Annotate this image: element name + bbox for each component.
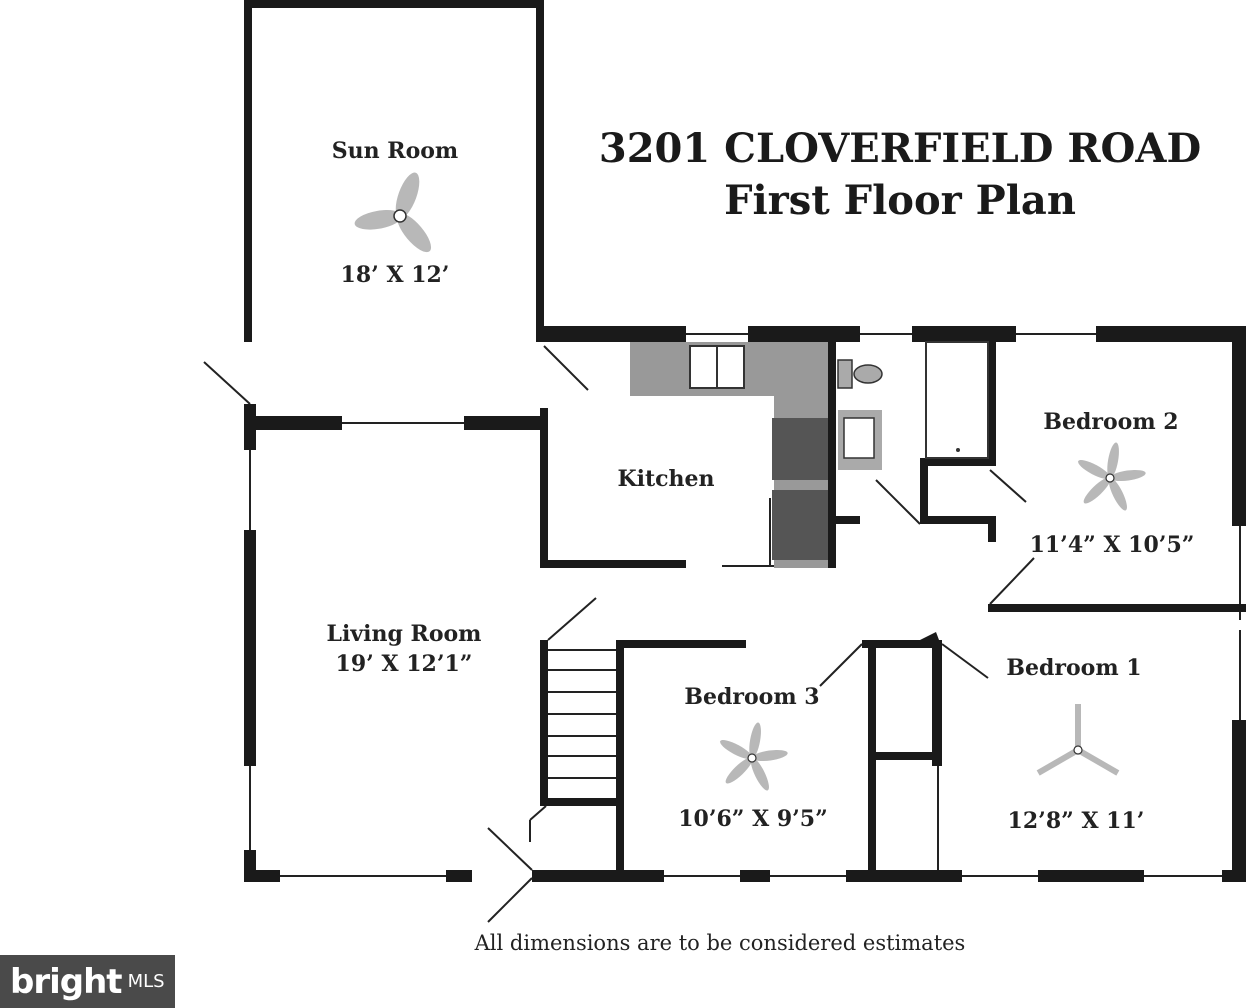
wall-sunroom-top — [244, 0, 544, 8]
room-label-sun-room: Sun Room — [332, 138, 458, 164]
plan-subtitle: First Floor Plan — [724, 177, 1076, 224]
logo-mls: MLS — [127, 971, 165, 992]
wall-stairs-left — [540, 640, 548, 806]
fan-icon — [354, 172, 432, 253]
walls — [244, 0, 1246, 882]
wall-right-upper — [1232, 326, 1246, 526]
ceiling-fans — [354, 172, 1146, 791]
room-label-kitchen: Kitchen — [617, 466, 714, 492]
room-dims-bedroom-1: 12’8” X 11’ — [1008, 808, 1145, 834]
fan-icon — [720, 722, 788, 791]
toilet-tank — [837, 359, 853, 389]
door-bedroom1 — [941, 643, 989, 679]
wall-bedroom2-left-lower — [988, 516, 996, 542]
wall-bottom-4 — [740, 870, 770, 882]
wall-living-top-2 — [464, 416, 544, 430]
door-front-2 — [487, 877, 533, 923]
door-kitchen — [543, 345, 589, 391]
stairs — [548, 649, 616, 779]
doors — [203, 345, 1035, 923]
wall-living-left — [244, 530, 256, 766]
fan-icon — [1036, 704, 1120, 776]
kitchen-range — [772, 418, 828, 480]
wall-stairs-right — [616, 640, 624, 806]
door-sunroom-left — [203, 361, 251, 405]
wall-kitchen-right — [828, 342, 836, 568]
wall-bedroom3-top — [616, 640, 746, 648]
wall-top-3 — [912, 326, 1016, 342]
door-stairs-closet — [529, 805, 547, 821]
logo-wordmark: bright — [10, 961, 123, 1002]
wall-bath-closet-top — [920, 458, 996, 466]
wall-bottom-2 — [446, 870, 472, 882]
wall-bottom-1 — [244, 870, 280, 882]
vanity-sink — [843, 417, 875, 459]
kitchen-refrigerator — [772, 490, 828, 560]
wall-bath-closet-left — [920, 458, 928, 524]
wall-closet-middle — [876, 752, 936, 760]
room-label-bedroom-2: Bedroom 2 — [1043, 409, 1178, 435]
dimensions-disclaimer: All dimensions are to be considered esti… — [474, 931, 966, 955]
wall-bedroom3-left-lower — [616, 806, 624, 882]
wall-sunroom-left — [244, 0, 252, 342]
wall-living-top-1 — [244, 416, 342, 430]
door-stairs — [547, 597, 597, 641]
tub-drain — [956, 448, 960, 452]
room-dims-sun-room: 18’ X 12’ — [341, 262, 450, 288]
wall-right-lower — [1232, 720, 1246, 882]
wall-closet-right — [932, 640, 942, 766]
room-dims-bedroom-3: 10’6” X 9’5” — [678, 806, 828, 832]
wall-closet-left — [868, 640, 876, 870]
door-bedroom2-closet — [989, 469, 1027, 503]
wall-top-4 — [1096, 326, 1246, 342]
bright-mls-logo: bright MLS — [0, 955, 175, 1008]
wall-kitchen-left — [540, 408, 548, 568]
bath-fixtures — [837, 341, 989, 470]
wall-bedroom2-left — [988, 342, 996, 466]
toilet-bowl — [853, 364, 883, 384]
bathtub — [925, 341, 989, 459]
wall-bottom-3 — [532, 870, 664, 882]
plan-address: 3201 CLOVERFIELD ROAD — [599, 125, 1201, 172]
wall-top-1 — [536, 326, 686, 342]
door-front-1 — [487, 827, 533, 871]
wall-bath-closet-bottom — [920, 516, 996, 524]
room-dims-bedroom-2: 11’4” X 10’5” — [1030, 532, 1195, 558]
wall-stairs-bottom — [540, 798, 624, 806]
room-label-bedroom-1: Bedroom 1 — [1006, 655, 1141, 681]
room-label-bedroom-3: Bedroom 3 — [684, 684, 819, 710]
wall-bedroom2-bottom — [988, 604, 1246, 612]
fan-icon — [1078, 442, 1146, 511]
wall-bottom-6 — [1038, 870, 1144, 882]
wall-closet-corner — [920, 632, 942, 648]
wall-closet-top — [862, 640, 942, 648]
door-bath — [875, 479, 921, 525]
wall-bottom-7 — [1222, 870, 1246, 882]
room-label-living-room: Living Room — [327, 621, 482, 647]
wall-sunroom-right — [536, 0, 544, 342]
wall-top-2 — [748, 326, 860, 342]
door-bedroom3 — [819, 643, 863, 687]
wall-bottom-5 — [846, 870, 962, 882]
kitchen-fixtures — [630, 342, 828, 568]
wall-kitchen-bottom — [540, 560, 686, 568]
room-dims-living-room: 19’ X 12’1” — [336, 651, 473, 677]
door-bedroom2 — [989, 557, 1035, 605]
wall-bath-stub — [836, 516, 860, 524]
